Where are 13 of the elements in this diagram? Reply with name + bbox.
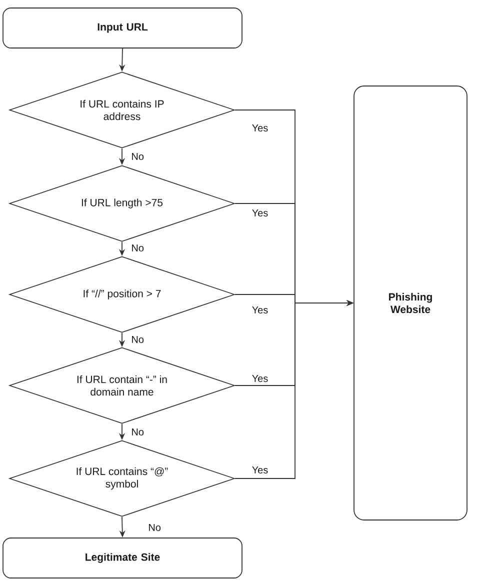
rounded-box: Input URL [2, 8, 242, 48]
edge-label: Yes [250, 374, 270, 383]
edge-label: No [130, 152, 145, 161]
edge-label: Yes [250, 208, 270, 218]
edge-label: No [147, 523, 162, 532]
edge-label: No [130, 335, 145, 344]
edge-label: No [130, 244, 145, 252]
rounded-box: Legitimate Site [2, 538, 242, 578]
edge-label: No [130, 428, 145, 436]
edge-label: Yes [250, 306, 270, 314]
edge-label: Yes [250, 466, 270, 474]
edge-label: Yes [250, 124, 270, 132]
rounded-box: Phishing Website [354, 86, 468, 520]
